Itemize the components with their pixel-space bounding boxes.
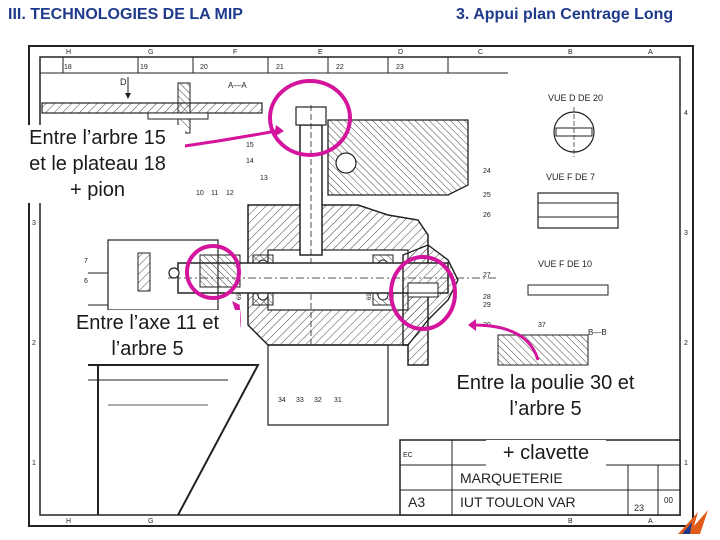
svg-text:1: 1 — [32, 460, 36, 467]
vue-f-de-7: VUE F DE 7 — [537, 172, 619, 229]
vue-d-de-20: VUE D DE 20 — [548, 93, 603, 157]
svg-text:E: E — [318, 49, 323, 56]
callout-line: l’arbre 5 — [433, 396, 658, 422]
highlight-poulie-30 — [389, 255, 457, 331]
bracket-21 — [327, 119, 469, 196]
svg-text:G: G — [148, 518, 153, 525]
svg-text:H: H — [66, 518, 71, 525]
svg-text:6: 6 — [84, 278, 88, 285]
callout-arbre-15: Entre l’arbre 15 et le plateau 18 + pion — [10, 125, 185, 203]
svg-text:25: 25 — [483, 192, 491, 199]
svg-text:20: 20 — [200, 64, 208, 71]
svg-text:D: D — [398, 49, 403, 56]
svg-text:18: 18 — [64, 64, 72, 71]
svg-text:21: 21 — [276, 64, 284, 71]
svg-text:2: 2 — [32, 340, 36, 347]
callout-line: Entre l’axe 11 et — [55, 310, 240, 336]
svg-text:VUE D DE 20: VUE D DE 20 — [548, 93, 603, 103]
callout-line: Entre la poulie 30 et — [433, 370, 658, 396]
svg-text:A: A — [648, 49, 653, 56]
svg-text:A—A: A—A — [228, 81, 247, 90]
highlight-axe-11 — [185, 244, 241, 300]
svg-text:28: 28 — [483, 294, 491, 301]
svg-text:19: 19 — [140, 64, 148, 71]
svg-text:4: 4 — [684, 110, 688, 117]
top-reference-strip — [40, 57, 508, 74]
callout-line: + clavette — [502, 442, 590, 464]
svg-text:B—B: B—B — [588, 328, 607, 337]
title-block-school: IUT TOULON VAR — [460, 494, 576, 510]
svg-text:2: 2 — [684, 340, 688, 347]
title-block-format: A3 — [408, 494, 425, 510]
callout-poulie-30: Entre la poulie 30 et l’arbre 5 — [433, 370, 658, 422]
callout-line: + pion — [69, 179, 126, 201]
callout-line: Entre l’arbre 15 — [29, 127, 166, 149]
svg-text:37: 37 — [538, 322, 546, 329]
svg-text:11: 11 — [211, 190, 218, 197]
svg-text:34: 34 — [278, 397, 286, 404]
section-marker: A—A D — [120, 77, 247, 99]
arbre-15 — [295, 105, 327, 345]
callout-axe-11: Entre l’axe 11 et l’arbre 5 — [55, 310, 240, 362]
svg-text:22: 22 — [336, 64, 344, 71]
svg-text:3: 3 — [32, 220, 36, 227]
svg-text:3: 3 — [684, 230, 688, 237]
title-block-sheet: 23 — [634, 503, 644, 513]
svg-text:EC: EC — [403, 452, 413, 459]
svg-text:13: 13 — [260, 175, 268, 182]
header-right-title: 3. Appui plan Centrage Long — [456, 6, 674, 23]
svg-text:32: 32 — [314, 397, 322, 404]
highlight-circles — [185, 79, 457, 331]
svg-text:1: 1 — [684, 460, 688, 467]
svg-text:10: 10 — [196, 190, 204, 197]
svg-text:H: H — [66, 49, 71, 56]
svg-text:24: 24 — [483, 168, 491, 175]
svg-text:C: C — [478, 49, 483, 56]
svg-text:B: B — [568, 518, 573, 525]
svg-text:29: 29 — [483, 302, 491, 309]
highlight-pin-18-15 — [268, 79, 352, 157]
title-block-rev: 00 — [664, 496, 673, 505]
vue-f-de-10: VUE F DE 10 B—B — [497, 259, 609, 366]
svg-text:23: 23 — [396, 64, 404, 71]
svg-text:33: 33 — [296, 397, 304, 404]
title-block-name: MARQUETERIE — [460, 470, 563, 486]
svg-text:14: 14 — [246, 158, 254, 165]
svg-text:27: 27 — [483, 272, 491, 279]
poulie-30 — [402, 244, 459, 346]
svg-text:15: 15 — [246, 142, 254, 149]
svg-text:7: 7 — [84, 258, 88, 265]
svg-text:A: A — [648, 518, 653, 525]
callout-clavette: + clavette — [486, 440, 606, 466]
svg-text:VUE F DE 10: VUE F DE 10 — [538, 259, 592, 269]
svg-text:VUE F DE 7: VUE F DE 7 — [546, 172, 595, 182]
svg-text:31: 31 — [334, 397, 342, 404]
iut-logo-icon — [678, 510, 708, 534]
drawing-inner-frame — [39, 56, 681, 516]
svg-text:D: D — [120, 77, 127, 87]
support-frame — [88, 344, 389, 516]
callout-line: et le plateau 18 — [29, 153, 166, 175]
svg-text:26: 26 — [483, 212, 491, 219]
svg-text:F: F — [233, 49, 237, 56]
svg-text:G: G — [148, 49, 153, 56]
plateau-18 — [41, 102, 263, 114]
callout-line: l’arbre 5 — [55, 336, 240, 362]
svg-text:12: 12 — [226, 190, 234, 197]
svg-text:B: B — [568, 49, 573, 56]
header-left-title: III. TECHNOLOGIES DE LA MIP — [8, 6, 243, 23]
